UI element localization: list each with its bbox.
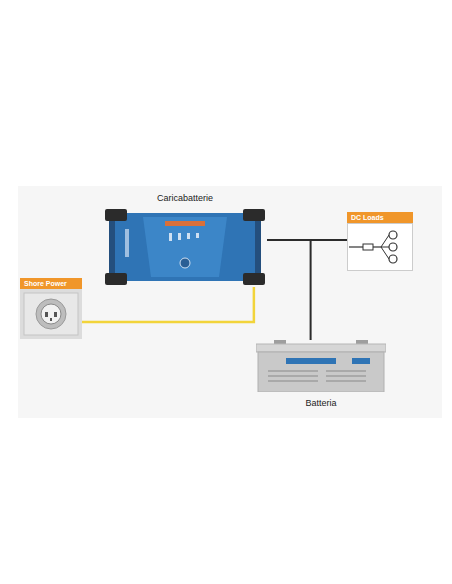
loads-wire	[381, 247, 389, 248]
battery-brand	[286, 358, 336, 364]
battery-print	[268, 375, 318, 377]
loads-wire	[373, 246, 381, 247]
loads-body	[348, 224, 413, 271]
charger-led	[187, 233, 190, 239]
outlet-face	[41, 304, 61, 324]
load-symbol	[389, 255, 397, 263]
fuse-symbol	[363, 244, 373, 250]
charger-led	[169, 233, 172, 241]
charger-body	[111, 213, 259, 281]
outlet-pin	[54, 312, 57, 317]
panel-body	[347, 223, 413, 271]
battery-print	[268, 380, 318, 382]
dc-loads-box: DC Loads	[347, 212, 413, 271]
battery-lid	[256, 344, 386, 352]
charger-illustration	[103, 207, 267, 287]
battery-case	[258, 352, 384, 392]
charger-bracket	[105, 273, 127, 285]
ground-panel	[18, 186, 442, 418]
battery-print	[326, 375, 366, 377]
battery-print	[326, 370, 366, 372]
charger-bracket	[243, 273, 265, 285]
battery-caption: Batteria	[256, 398, 386, 408]
panel-heading: DC Loads	[347, 212, 413, 223]
charger-bracket	[243, 209, 265, 221]
loads-wire	[349, 246, 363, 247]
panel-art	[20, 289, 82, 339]
battery-brand	[352, 358, 370, 364]
battery-block: Batteria	[256, 340, 386, 408]
charger-device: Caricabatterie	[103, 193, 267, 287]
charger-display	[165, 221, 205, 226]
panel-heading: Shore Power	[20, 278, 82, 289]
panel-body	[20, 289, 82, 339]
shore-power-box: Shore Power	[20, 278, 82, 339]
panel-art	[347, 223, 413, 271]
charger-bracket	[105, 209, 127, 221]
charger-side	[109, 221, 115, 273]
charger-side	[255, 221, 261, 273]
ac-cable	[82, 287, 254, 322]
outlet-ring	[36, 299, 66, 329]
battery-print	[268, 370, 318, 372]
charger-logo	[125, 229, 129, 257]
battery-print	[326, 380, 366, 382]
load-symbol	[389, 231, 397, 239]
loads-wire	[381, 247, 389, 259]
outlet-plate	[24, 293, 78, 335]
battery-illustration	[256, 340, 386, 392]
outlet-pin	[50, 318, 52, 321]
charger-button	[180, 258, 190, 268]
loads-wire	[381, 235, 389, 247]
load-symbol	[389, 243, 397, 251]
dc-cable	[267, 240, 311, 340]
charger-led	[178, 233, 181, 240]
outlet-pin	[45, 312, 48, 317]
charger-front	[143, 217, 227, 277]
device-caption: Caricabatterie	[103, 193, 267, 203]
charger-led	[196, 233, 199, 238]
